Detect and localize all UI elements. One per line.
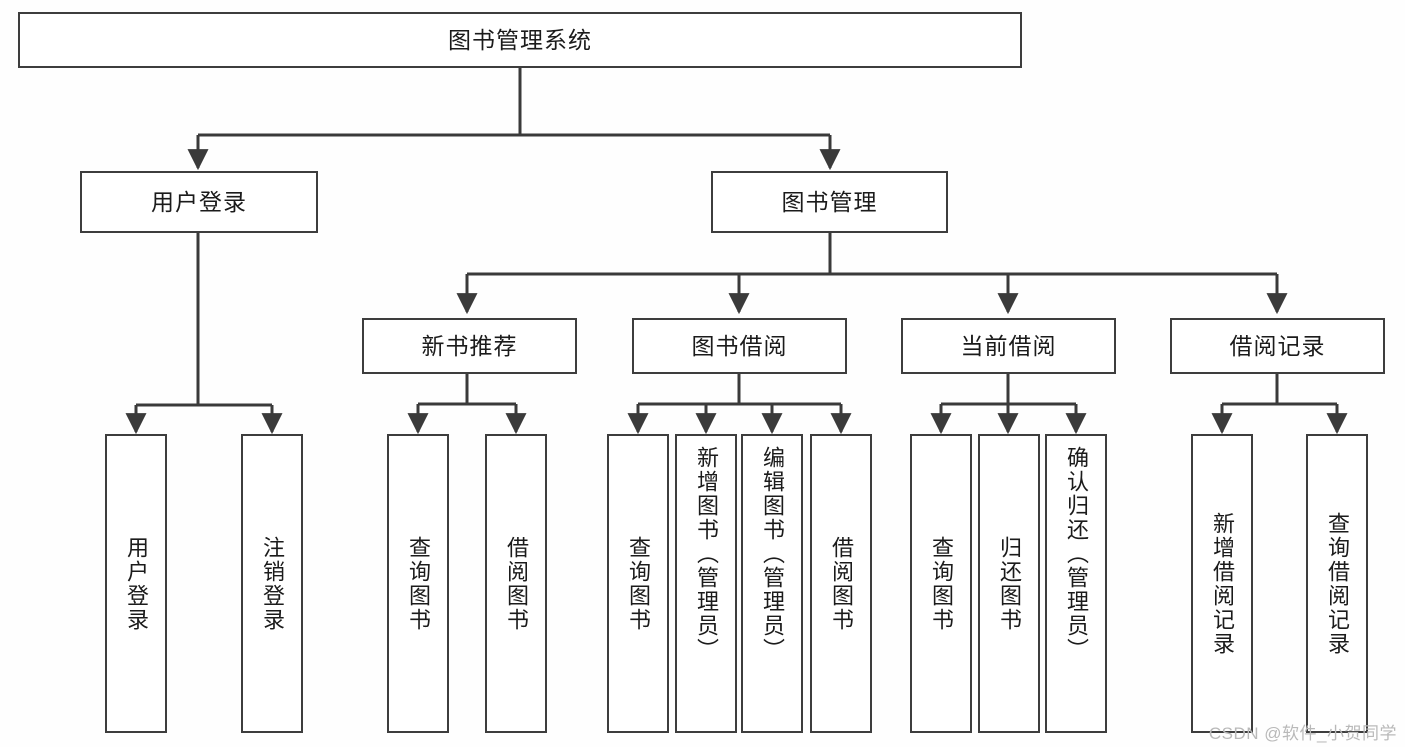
leaf-return-book[interactable]: 归还图书 — [978, 434, 1040, 733]
node-current-borrow[interactable]: 当前借阅 — [901, 318, 1116, 374]
node-new-book-rec-label: 新书推荐 — [421, 332, 518, 359]
node-current-borrow-label: 当前借阅 — [960, 332, 1057, 359]
leaf-query-book-3-label: 查询图书 — [929, 535, 954, 632]
leaf-query-record[interactable]: 查询借阅记录 — [1306, 434, 1368, 733]
node-new-book-rec[interactable]: 新书推荐 — [362, 318, 577, 374]
leaf-add-record-label: 新增借阅记录 — [1210, 511, 1235, 656]
leaf-borrow-book-1[interactable]: 借阅图书 — [485, 434, 547, 733]
leaf-query-record-label: 查询借阅记录 — [1325, 511, 1350, 656]
leaf-add-book[interactable]: 新增图书（管理员） — [675, 434, 737, 733]
node-book-borrow-label: 图书借阅 — [691, 332, 788, 359]
leaf-user-login[interactable]: 用户登录 — [105, 434, 167, 733]
csdn-watermark: CSDN @软件_小贺同学 — [1208, 724, 1397, 743]
leaf-query-book-2[interactable]: 查询图书 — [607, 434, 669, 733]
leaf-add-book-label: 新增图书（管理员） — [694, 446, 719, 662]
leaf-query-book-1[interactable]: 查询图书 — [387, 434, 449, 733]
leaf-user-logout[interactable]: 注销登录 — [241, 434, 303, 733]
node-book-borrow[interactable]: 图书借阅 — [632, 318, 847, 374]
leaf-add-record[interactable]: 新增借阅记录 — [1191, 434, 1253, 733]
node-root[interactable]: 图书管理系统 — [18, 12, 1022, 68]
leaf-confirm-return[interactable]: 确认归还（管理员） — [1045, 434, 1107, 733]
leaf-borrow-book-2-label: 借阅图书 — [829, 535, 854, 632]
leaf-query-book-1-label: 查询图书 — [406, 535, 431, 632]
leaf-user-logout-label: 注销登录 — [260, 535, 285, 632]
leaf-borrow-book-2[interactable]: 借阅图书 — [810, 434, 872, 733]
leaf-query-book-2-label: 查询图书 — [626, 535, 651, 632]
leaf-confirm-return-label: 确认归还（管理员） — [1064, 446, 1089, 662]
node-user-login-label: 用户登录 — [151, 188, 247, 215]
leaf-query-book-3[interactable]: 查询图书 — [910, 434, 972, 733]
node-user-login[interactable]: 用户登录 — [80, 171, 318, 233]
node-root-label: 图书管理系统 — [448, 26, 592, 53]
node-book-manage-label: 图书管理 — [781, 188, 878, 215]
leaf-borrow-book-1-label: 借阅图书 — [504, 535, 529, 632]
leaf-return-book-label: 归还图书 — [997, 535, 1022, 632]
node-borrow-record-label: 借阅记录 — [1229, 332, 1326, 359]
leaf-edit-book[interactable]: 编辑图书（管理员） — [741, 434, 803, 733]
node-borrow-record[interactable]: 借阅记录 — [1170, 318, 1385, 374]
leaf-edit-book-label: 编辑图书（管理员） — [760, 446, 785, 662]
leaf-user-login-label: 用户登录 — [124, 535, 149, 632]
node-book-manage[interactable]: 图书管理 — [711, 171, 948, 233]
